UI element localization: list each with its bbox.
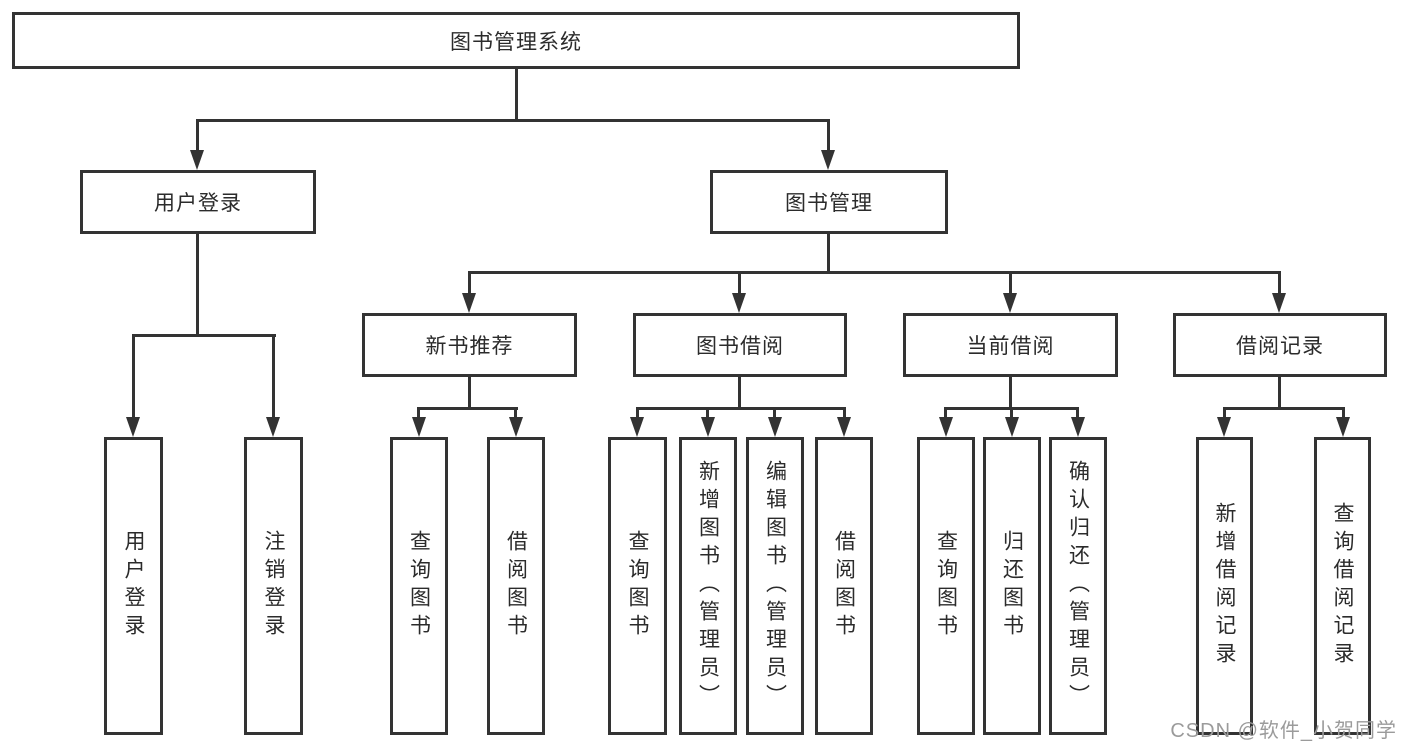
node-book-borrowing: 图书借阅	[633, 313, 847, 377]
arrow-down-icon	[1071, 417, 1085, 437]
arrow-down-icon	[190, 150, 204, 170]
arrow-down-icon	[1005, 417, 1019, 437]
node-current-borrowing: 当前借阅	[903, 313, 1118, 377]
node-leaf-add-books-admin: 新增图书（管理员）	[679, 437, 737, 735]
node-leaf-edit-books-admin: 编辑图书（管理员）	[746, 437, 804, 735]
arrow-down-icon	[1217, 417, 1231, 437]
connector-line	[468, 271, 471, 299]
connector-line	[1010, 407, 1013, 423]
connector-line	[1076, 407, 1079, 423]
node-leaf-borrow-books-borrowing: 借阅图书	[815, 437, 873, 735]
node-leaf-query-borrow-record: 查询借阅记录	[1314, 437, 1371, 735]
connector-line	[827, 119, 830, 155]
arrow-down-icon	[509, 417, 523, 437]
node-leaf-query-books-recommend: 查询图书	[390, 437, 448, 735]
connector-line	[417, 407, 518, 410]
arrow-down-icon	[1272, 293, 1286, 313]
connector-line	[515, 68, 518, 121]
arrow-down-icon	[266, 417, 280, 437]
connector-line	[132, 334, 135, 424]
connector-line	[827, 234, 830, 274]
node-leaf-borrow-books-recommend: 借阅图书	[487, 437, 545, 735]
connector-line	[196, 234, 199, 337]
arrow-down-icon	[701, 417, 715, 437]
node-leaf-return-books: 归还图书	[983, 437, 1041, 735]
connector-line	[636, 407, 639, 423]
connector-line	[132, 334, 276, 337]
arrow-down-icon	[1336, 417, 1350, 437]
arrow-down-icon	[630, 417, 644, 437]
connector-line	[773, 407, 776, 423]
connector-line	[196, 119, 199, 155]
connector-line	[738, 377, 741, 410]
connector-line	[1223, 407, 1226, 423]
arrow-down-icon	[126, 417, 140, 437]
connector-line	[738, 271, 741, 299]
connector-line	[272, 334, 275, 424]
node-new-book-recommendation: 新书推荐	[362, 313, 577, 377]
arrow-down-icon	[732, 293, 746, 313]
node-book-management: 图书管理	[710, 170, 948, 234]
connector-line	[196, 119, 830, 122]
csdn-watermark: CSDN @软件_小贺同学	[1170, 720, 1397, 742]
connector-line	[1342, 407, 1345, 423]
arrow-down-icon	[412, 417, 426, 437]
connector-line	[1009, 377, 1012, 410]
connector-line	[417, 407, 420, 423]
node-leaf-logout: 注销登录	[244, 437, 303, 735]
node-borrowing-records: 借阅记录	[1173, 313, 1387, 377]
node-leaf-query-books-borrowing: 查询图书	[608, 437, 667, 735]
connector-line	[843, 407, 846, 423]
connector-line	[514, 407, 517, 423]
connector-line	[1009, 271, 1012, 299]
connector-line	[706, 407, 709, 423]
connector-line	[1223, 407, 1345, 410]
arrow-down-icon	[837, 417, 851, 437]
node-leaf-query-books-current: 查询图书	[917, 437, 975, 735]
node-book-management-system: 图书管理系统	[12, 12, 1020, 69]
arrow-down-icon	[939, 417, 953, 437]
arrow-down-icon	[768, 417, 782, 437]
node-leaf-user-login: 用户登录	[104, 437, 163, 735]
arrow-down-icon	[462, 293, 476, 313]
connector-line	[1278, 271, 1281, 299]
connector-line	[468, 271, 1281, 274]
arrow-down-icon	[1003, 293, 1017, 313]
connector-line	[1278, 377, 1281, 410]
connector-line	[944, 407, 947, 423]
node-user-login: 用户登录	[80, 170, 316, 234]
connector-line	[468, 377, 471, 410]
node-leaf-add-borrow-record: 新增借阅记录	[1196, 437, 1253, 735]
arrow-down-icon	[821, 150, 835, 170]
connector-line	[636, 407, 846, 410]
node-leaf-confirm-return-admin: 确认归还（管理员）	[1049, 437, 1107, 735]
